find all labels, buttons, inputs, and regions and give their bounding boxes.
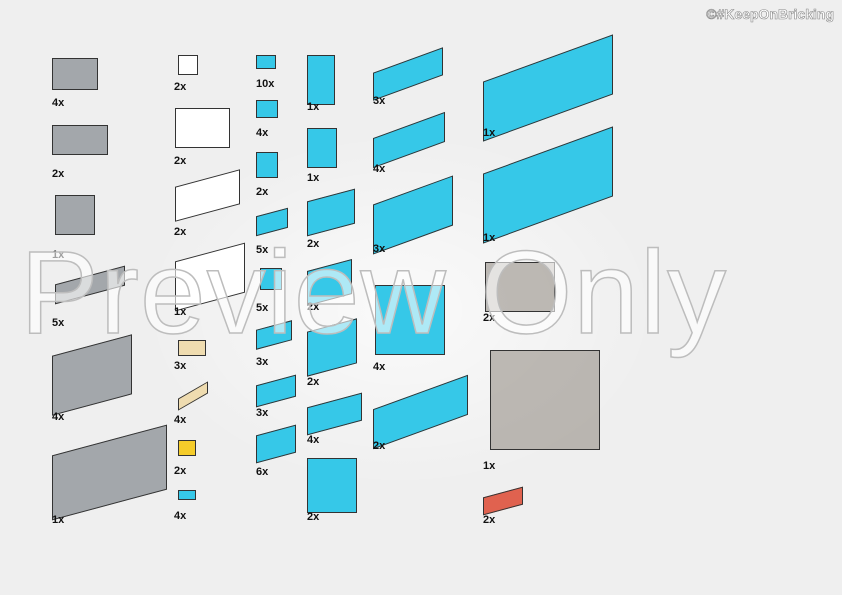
part-quantity: 5x [256,244,269,256]
brick-1x1-image [256,152,278,178]
part-quantity: 2x [52,168,65,180]
tile-1x6-image [373,47,443,101]
part-quantity: 2x [307,376,320,388]
part-quantity: 1x [52,514,65,526]
part-quantity: 1x [52,249,65,261]
corner-brick-image [175,108,230,148]
part-quantity: 2x [174,226,187,238]
credit-text: ©#KeepOnBricking [706,6,834,23]
plate-1x2-red-image [483,486,523,516]
windscreen-large-image [490,350,600,450]
wheel-arch-image [375,285,445,355]
part-quantity: 3x [373,95,386,107]
part-quantity: 4x [174,510,187,522]
brick-2x6-image [52,424,167,521]
part-quantity: 4x [373,361,386,373]
bracket-1x2-image [52,58,98,90]
part-quantity: 4x [307,434,320,446]
part-quantity: 6x [256,466,269,478]
part-quantity: 3x [256,407,269,419]
part-quantity: 5x [256,302,269,314]
quarter-tile-image [178,490,196,500]
part-quantity: 1x [483,460,496,472]
preview-watermark: Preview Only [19,226,728,360]
part-quantity: 2x [256,186,269,198]
part-quantity: 2x [307,511,320,523]
part-quantity: 3x [256,356,269,368]
part-quantity: 2x [174,155,187,167]
part-quantity: 1x [174,306,187,318]
slope-small-image [260,268,282,290]
slope-1x1-image [256,100,278,118]
bracket-2x2-image [52,125,108,155]
part-quantity: 5x [52,317,65,329]
part-quantity: 2x [174,81,187,93]
part-quantity: 2x [307,301,320,313]
windscreen-small-image [485,262,555,312]
part-quantity: 4x [256,127,269,139]
slope-1x3-image [307,458,357,513]
part-quantity: 4x [52,411,65,423]
clip-plate-image [178,440,196,456]
part-quantity: 4x [174,414,187,426]
part-quantity: 2x [307,238,320,250]
part-quantity: 1x [307,172,320,184]
plate-1x10-image [483,34,613,142]
part-quantity: 2x [483,514,496,526]
part-quantity: 4x [373,163,386,175]
part-quantity: 2x [174,465,187,477]
part-quantity: 10x [256,78,275,90]
plate-oval-image [178,340,206,356]
part-quantity: 1x [483,127,496,139]
plate-1x1-image [256,55,276,69]
part-quantity: 4x [52,97,65,109]
steering-wheel-stand-image [55,195,95,235]
round-plate-1x1-image [178,55,198,75]
part-quantity: 2x [373,440,386,452]
part-quantity: 3x [174,360,187,372]
wedge-plate-right-image [307,128,337,168]
part-quantity: 1x [483,232,496,244]
part-quantity: 1x [307,101,320,113]
wedge-plate-left-image [307,55,335,105]
part-quantity: 2x [483,312,496,324]
part-quantity: 3x [373,243,386,255]
